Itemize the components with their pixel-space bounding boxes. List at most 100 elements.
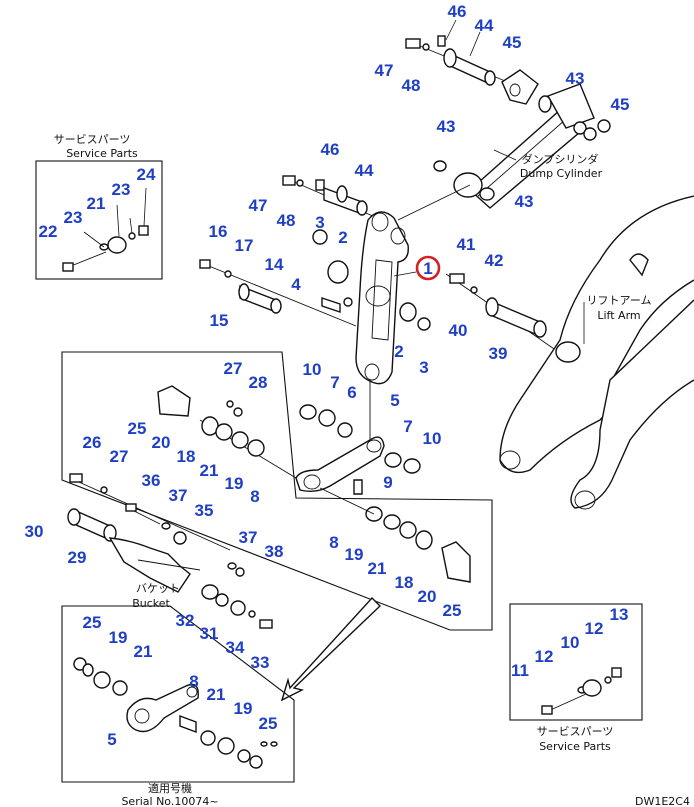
callout-30: 30 <box>25 522 44 541</box>
callout-21: 21 <box>134 642 153 661</box>
callout-3: 3 <box>315 213 324 232</box>
callout-19: 19 <box>234 699 253 718</box>
bucket-jp-label: バケット <box>136 582 180 595</box>
callout-32: 32 <box>176 611 195 630</box>
callout-8: 8 <box>250 487 259 506</box>
callout-25: 25 <box>259 714 278 733</box>
callout-48: 48 <box>277 211 296 230</box>
callout-37: 37 <box>239 528 258 547</box>
callout-28: 28 <box>249 373 268 392</box>
callout-48: 48 <box>402 76 421 95</box>
service-parts-en-2: Service Parts <box>539 740 611 753</box>
callout-43: 43 <box>566 69 585 88</box>
callout-47: 47 <box>375 61 394 80</box>
callout-2: 2 <box>394 342 403 361</box>
callout-10: 10 <box>561 633 580 652</box>
callout-26: 26 <box>83 433 102 452</box>
callout-8: 8 <box>189 672 198 691</box>
callout-25: 25 <box>128 419 147 438</box>
highlight-circle <box>415 255 441 281</box>
callout-20: 20 <box>152 433 171 452</box>
callout-11: 11 <box>511 661 529 680</box>
pin-39 <box>445 273 571 361</box>
variant-box <box>61 605 295 783</box>
callout-46: 46 <box>321 140 340 159</box>
lift-arm-jp-label: リフトアーム <box>586 294 651 307</box>
callout-12: 12 <box>535 647 554 666</box>
callout-1: 1 <box>423 259 432 278</box>
callout-5: 5 <box>107 730 116 749</box>
callout-38: 38 <box>265 542 284 561</box>
callout-43: 43 <box>437 117 456 136</box>
callout-4: 4 <box>291 275 301 294</box>
callout-6: 6 <box>347 383 356 402</box>
callout-24: 24 <box>137 165 156 184</box>
applicable-label: 適用号機 <box>148 781 192 795</box>
callout-47: 47 <box>249 196 268 215</box>
callout-46: 46 <box>448 2 467 21</box>
lift-arm-en-label: Lift Arm <box>597 309 640 322</box>
bucket-en-label: Bucket <box>132 597 170 610</box>
callout-21: 21 <box>368 559 387 578</box>
callout-33: 33 <box>251 653 270 672</box>
callout-29: 29 <box>68 548 87 567</box>
service-parts-box-2: サービスパーツ Service Parts <box>509 603 643 753</box>
dump-cylinder-jp-label: ダンプシリンダ <box>522 152 599 166</box>
callout-21: 21 <box>87 194 106 213</box>
callout-40: 40 <box>449 321 468 340</box>
callout-34: 34 <box>226 638 245 657</box>
callout-44: 44 <box>475 16 494 35</box>
callout-14: 14 <box>265 255 284 274</box>
callout-36: 36 <box>142 471 161 490</box>
variant-arrow <box>280 596 382 702</box>
callout-23: 23 <box>112 180 131 199</box>
callout-19: 19 <box>109 628 128 647</box>
service-parts-jp-1: サービスパーツ <box>54 133 131 146</box>
service-parts-jp-2: サービスパーツ <box>537 725 614 738</box>
callout-15: 15 <box>210 311 229 330</box>
callout-27: 27 <box>110 447 129 466</box>
second-pin-assembly <box>282 175 383 221</box>
callout-35: 35 <box>195 501 214 520</box>
callout-27: 27 <box>224 359 243 378</box>
link-assembly-frame <box>61 351 493 631</box>
callout-22: 22 <box>39 222 58 241</box>
callout-19: 19 <box>225 474 244 493</box>
callout-39: 39 <box>489 344 508 363</box>
service-parts-en-1: Service Parts <box>66 147 138 160</box>
drawing-code: DW1E2C4 <box>635 795 690 807</box>
service-parts-box-1: サービスパーツ Service Parts <box>35 133 163 280</box>
callout-numbers: 46 44 45 47 48 43 45 43 43 46 44 47 48 3… <box>25 2 630 749</box>
bucket-bracket: バケット Bucket <box>67 473 273 629</box>
callout-10: 10 <box>423 429 442 448</box>
top-pin-assembly <box>405 19 539 105</box>
callout-7: 7 <box>403 417 412 436</box>
callout-31: 31 <box>200 624 219 643</box>
callout-7: 7 <box>330 373 339 392</box>
callout-25: 25 <box>83 613 102 632</box>
callout-19: 19 <box>345 545 364 564</box>
callout-13: 13 <box>610 605 629 624</box>
callout-3: 3 <box>419 358 428 377</box>
callout-9: 9 <box>383 473 392 492</box>
lift-arm: リフトアーム Lift Arm <box>499 195 694 510</box>
callout-23: 23 <box>64 208 83 227</box>
dump-cylinder-en-label: Dump Cylinder <box>520 167 603 180</box>
callout-45: 45 <box>611 95 630 114</box>
callout-18: 18 <box>395 573 414 592</box>
callout-42: 42 <box>485 251 504 270</box>
callout-5: 5 <box>390 391 399 410</box>
callout-12: 12 <box>585 619 604 638</box>
callout-37: 37 <box>169 486 188 505</box>
callout-16: 16 <box>209 222 228 241</box>
callout-43: 43 <box>515 192 534 211</box>
callout-8: 8 <box>329 533 338 552</box>
pin-14 <box>199 259 357 327</box>
callout-41: 41 <box>457 235 476 254</box>
callout-44: 44 <box>355 161 374 180</box>
callout-20: 20 <box>418 587 437 606</box>
callout-17: 17 <box>235 236 254 255</box>
callout-2: 2 <box>338 228 347 247</box>
callout-21: 21 <box>207 685 226 704</box>
